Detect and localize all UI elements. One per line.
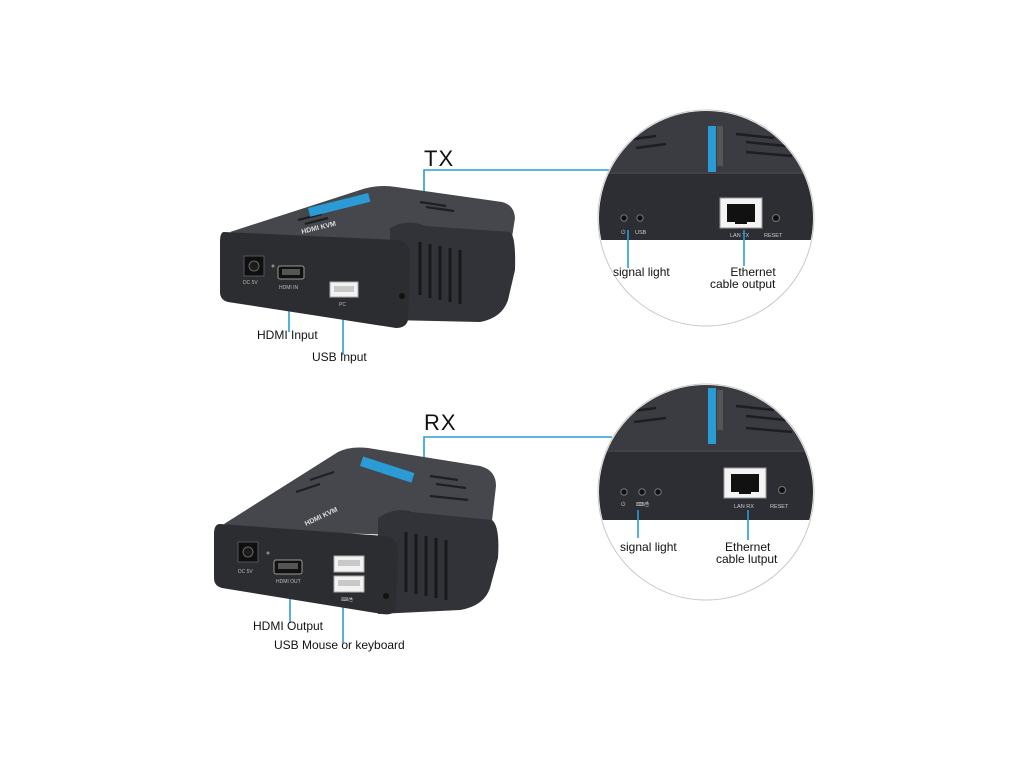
rx-usb-callout: USB Mouse or keyboard — [274, 638, 405, 652]
svg-text:⌨/🖱: ⌨/🖱 — [341, 597, 353, 603]
tx-zoom-reset-label: RESET — [764, 233, 783, 239]
rx-ethernet-line1: Ethernet — [725, 540, 771, 554]
tx-zoom-lan-label: LAN TX — [730, 233, 749, 239]
tx-ethernet-callout: Ethernet — [719, 265, 787, 279]
tx-usb-input-callout: USB Input — [312, 350, 367, 364]
rx-signal-light-callout: signal light — [620, 540, 677, 554]
rx-zoom-circle: ⏻ ⌨/🖱 LAN RX RESET — [597, 383, 815, 601]
rx-zoom-led-power-label: ⏻ — [621, 501, 626, 508]
tx-device-usb-label: PC — [339, 302, 346, 308]
tx-zoom-circle: ⏻ USB LAN TX RESET — [597, 109, 815, 327]
tx-label: TX — [424, 146, 455, 171]
rx-zoom-reset-label: RESET — [770, 504, 789, 510]
rx-device-dc-label: DC 5V — [238, 569, 253, 575]
tx-ethernet-line2: cable output — [710, 277, 776, 291]
tx-zoom-led-usb-label: USB — [635, 230, 647, 236]
tx-hdmi-input-callout: HDMI Input — [257, 328, 318, 342]
rx-device-hdmi-label: HDMI OUT — [276, 579, 301, 585]
tx-ethernet-line1: Ethernet — [730, 265, 776, 279]
rx-hdmi-output-callout: HDMI Output — [253, 619, 324, 633]
tx-signal-light-callout: signal light — [613, 265, 670, 279]
rx-label: RX — [424, 410, 457, 435]
rx-ethernet-line2: cable lutput — [716, 552, 778, 566]
tx-device-dc-label: DC 5V — [243, 280, 258, 286]
tx-device-hdmi-label: HDMI IN — [279, 285, 299, 291]
tx-device-image: HDMI KVM DC 5V HDMI IN PC — [220, 186, 516, 328]
tx-zoom-led-power-label: ⏻ — [621, 229, 626, 236]
rx-zoom-led-usb-label: ⌨/🖱 — [636, 501, 649, 508]
rx-zoom-lan-label: LAN RX — [734, 504, 754, 510]
rx-device-image: HDMI KVM DC 5V HDMI OUT ⌨/🖱 — [214, 447, 499, 615]
